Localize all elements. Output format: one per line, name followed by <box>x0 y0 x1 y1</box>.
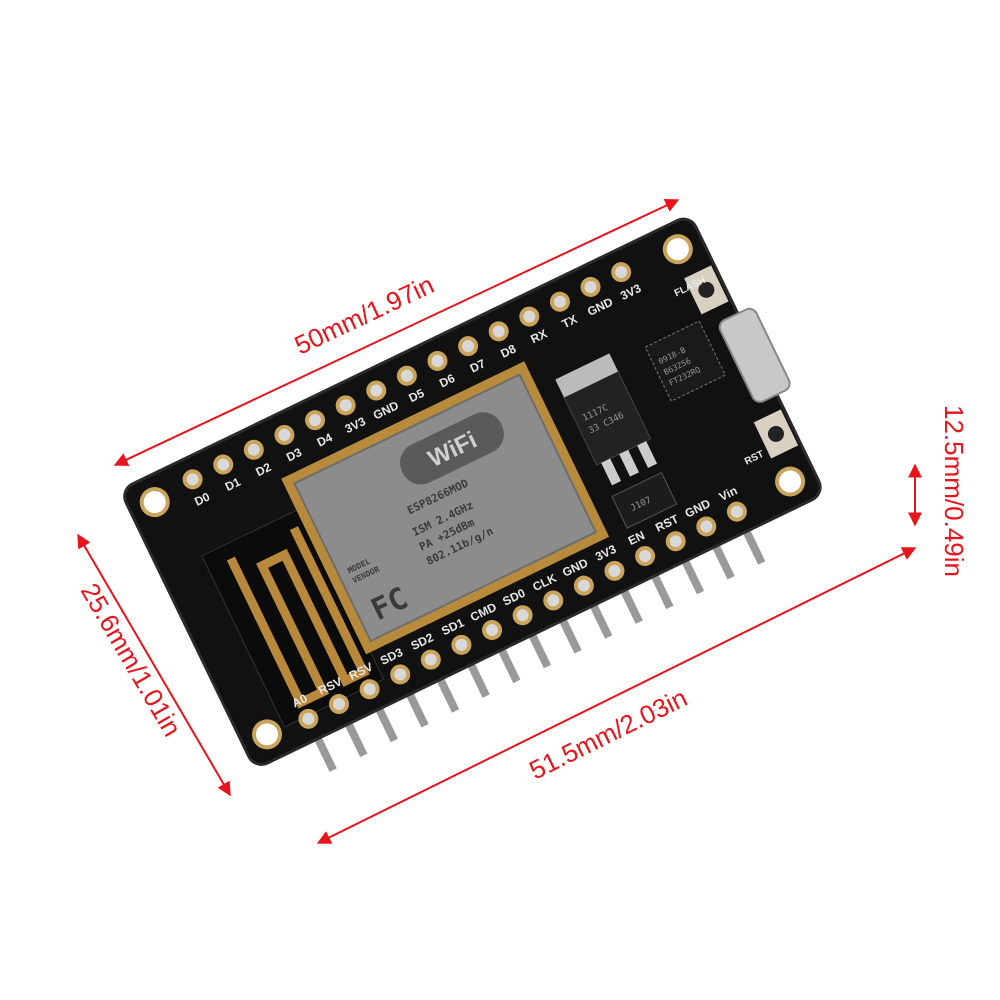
length-bottom-label: 51.5mm/2.03in <box>524 682 691 785</box>
pin-label: D1 <box>223 475 243 494</box>
pin <box>302 712 315 725</box>
pin <box>186 473 199 486</box>
pin <box>669 535 682 548</box>
nodemcu-board: WiFi ESP8266MOD MODEL VENDOR ISM 2.4GHz … <box>123 217 822 772</box>
height-right-label: 12.5mm/0.49in <box>939 405 969 577</box>
usb-c-port[interactable] <box>717 306 792 404</box>
pin <box>730 505 743 518</box>
pin <box>700 520 713 533</box>
pin-label: D0 <box>192 489 212 508</box>
width-left-label: 25.6mm/1.01in <box>75 578 188 742</box>
dimension-height-right: 12.5mm/0.49in <box>908 405 969 577</box>
diode <box>611 471 678 529</box>
pin-label: A0 <box>290 691 310 710</box>
pin-label: EN <box>626 528 647 548</box>
